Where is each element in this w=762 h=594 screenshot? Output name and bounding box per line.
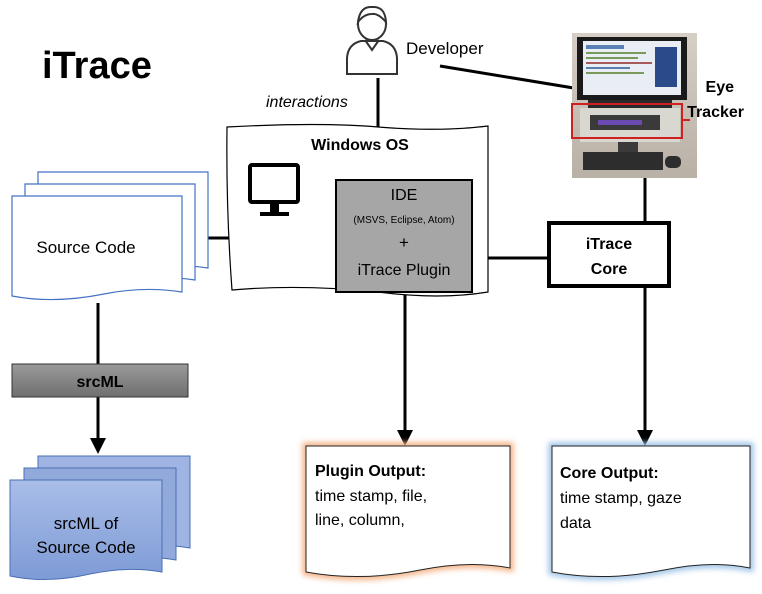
arrowheads xyxy=(90,430,653,454)
eye-tracker-label-line1: Eye xyxy=(706,79,735,96)
plugin-output-document xyxy=(305,445,511,578)
core-output-document xyxy=(551,445,751,578)
ide-plus: + xyxy=(399,233,409,252)
developer-to-eyetracker-line xyxy=(439,64,599,94)
arrowhead-plugin-output xyxy=(397,430,413,446)
ide-subtitle: (MSVS, Eclipse, Atom) xyxy=(353,215,454,226)
connectors xyxy=(96,64,647,440)
core-label-line1: iTrace xyxy=(586,236,632,253)
itrace-core-box xyxy=(547,221,671,288)
plugin-output-heading: Plugin Output: xyxy=(315,463,426,480)
arrowhead-core-output xyxy=(637,430,653,446)
diagram-title: iTrace xyxy=(42,45,152,87)
plugin-output-line2: line, column, xyxy=(315,512,405,529)
source-code-label: Source Code xyxy=(36,238,135,257)
srcml-label: srcML xyxy=(76,374,123,391)
monitor-icon xyxy=(248,163,300,216)
plugin-output-line1: time stamp, file, xyxy=(315,488,427,505)
arrowhead-srcml-output xyxy=(90,438,106,454)
source-code-documents xyxy=(11,171,209,301)
srcml-tool-bar xyxy=(11,363,189,398)
eye-tracker-photo xyxy=(571,33,697,178)
eye-tracker-label-line2: Tracker xyxy=(687,104,744,121)
windows-os-label: Windows OS xyxy=(311,137,409,154)
core-output-line2: data xyxy=(560,515,591,532)
core-output-heading: Core Output: xyxy=(560,465,659,482)
ide-box xyxy=(335,179,473,293)
person-icon xyxy=(346,5,398,75)
core-output-line1: time stamp, gaze xyxy=(560,490,682,507)
developer-label: Developer xyxy=(406,39,484,58)
ide-title: IDE xyxy=(391,187,418,204)
srcml-output-label-line1: srcML of xyxy=(54,514,119,533)
srcml-output-documents xyxy=(9,455,191,581)
ide-plugin-label: iTrace Plugin xyxy=(358,262,451,279)
interactions-label: interactions xyxy=(266,94,348,111)
srcml-output-label-line2: Source Code xyxy=(36,538,135,557)
core-label-line2: Core xyxy=(591,261,628,278)
